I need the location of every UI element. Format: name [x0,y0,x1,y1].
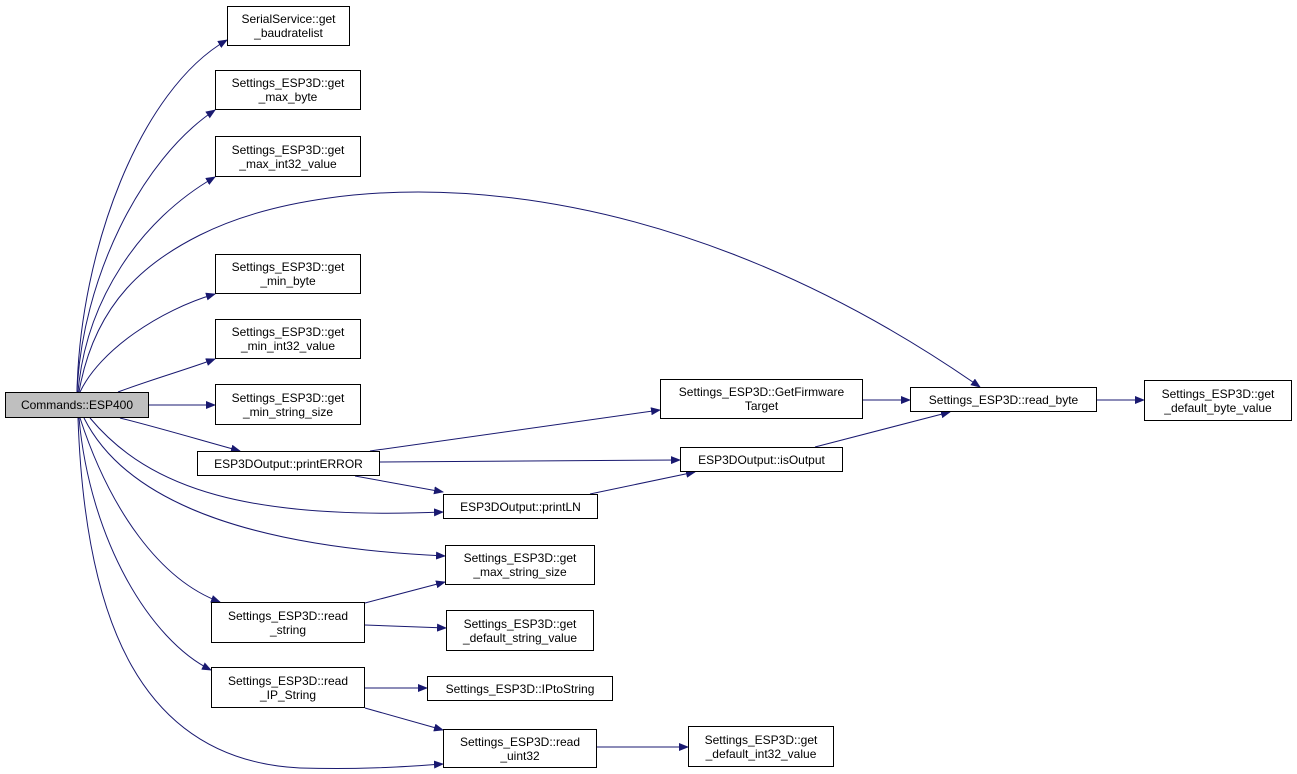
edge-print-error-to-print-ln [354,475,444,495]
node-is-output[interactable]: ESP3DOutput::isOutput [680,447,843,472]
node-get-default-string-value[interactable]: Settings_ESP3D::get_default_string_value [446,610,594,651]
node-label-line: Settings_ESP3D::read [227,608,349,623]
node-label-line: _string [269,622,307,637]
node-label-line: _uint32 [500,748,540,763]
node-label-line: _default_string_value [462,630,578,645]
node-label-line: Settings_ESP3D::get [231,142,345,157]
edge-esp400-to-get-baudratelist [76,39,228,393]
node-get-default-int32-value[interactable]: Settings_ESP3D::get_default_int32_value [688,726,834,767]
edge-read-string-to-get-max-string-size [364,580,446,604]
node-ip-to-string[interactable]: Settings_ESP3D::IPtoString [427,676,613,701]
node-label-line: _min_int32_value [240,339,336,353]
node-label-line: ESP3DOutput::printERROR [214,456,363,471]
edge-esp400-to-get-max-string-size [83,417,446,560]
edge-esp400-to-read-string [79,417,221,603]
node-label-line: Settings_ESP3D::get [231,390,345,405]
edge-esp400-to-read-ip-string [78,417,212,671]
edge-print-ln-to-is-output [589,469,696,495]
node-label-line: Settings_ESP3D::GetFirmware [678,385,845,399]
node-get-min-string-size[interactable]: Settings_ESP3D::get_min_string_size [215,384,361,425]
node-get-max-int32-value[interactable]: Settings_ESP3D::get_max_int32_value [215,136,361,177]
node-label-line: Settings_ESP3D::IPtoString [445,681,595,696]
edge-esp400-to-print-ln [89,417,444,517]
node-label-line: _default_int32_value [705,746,817,761]
node-get-max-byte[interactable]: Settings_ESP3D::get_max_byte [215,70,361,110]
edge-read-ip-string-to-read-uint32 [364,707,444,732]
node-read-byte[interactable]: Settings_ESP3D::read_byte [910,387,1097,412]
node-label-line: Settings_ESP3D::get [1161,386,1275,401]
edge-esp400-to-get-min-int32-value [117,358,216,393]
edge-esp400-to-get-max-int32-value [77,176,216,393]
node-label-line: Settings_ESP3D::get [231,76,345,90]
node-label-line: _max_int32_value [239,156,337,171]
node-label-line: Commands::ESP400 [20,398,134,412]
node-get-min-int32-value[interactable]: Settings_ESP3D::get_min_int32_value [215,319,361,359]
edge-esp400-to-read-uint32 [77,417,444,770]
node-label-line: Settings_ESP3D::read [459,734,581,749]
node-label-line: ESP3DOutput::printLN [460,499,581,514]
edge-print-error-to-is-output [379,456,681,465]
node-label-line: Settings_ESP3D::get [463,551,577,565]
node-label-line: Settings_ESP3D::read_byte [928,392,1079,407]
edge-print-error-to-get-firmware-target [369,407,661,452]
node-label-line: Settings_ESP3D::get [463,616,577,631]
node-label-line: _max_byte [258,90,318,104]
edge-esp400-to-get-max-byte [76,109,216,393]
node-label-line: _IP_String [259,687,317,702]
node-label-line: Target [744,399,779,413]
node-label-line: Settings_ESP3D::get [231,260,345,274]
node-get-min-byte[interactable]: Settings_ESP3D::get_min_byte [215,254,361,294]
node-read-uint32[interactable]: Settings_ESP3D::read_uint32 [443,729,597,768]
node-label-line: _default_byte_value [1164,400,1272,415]
edge-is-output-to-read-byte [814,410,951,448]
node-get-baudratelist[interactable]: SerialService::get_baudratelist [227,6,350,46]
node-label-line: SerialService::get [241,12,336,26]
edge-esp400-to-print-error [119,417,241,453]
node-label-line: _min_byte [260,274,316,288]
node-label-line: _min_string_size [242,404,334,419]
node-label-line: _baudratelist [254,26,323,40]
node-label-line: Settings_ESP3D::read [227,673,349,688]
node-read-string[interactable]: Settings_ESP3D::read_string [211,602,365,643]
node-label-line: Settings_ESP3D::get [704,732,818,747]
node-read-ip-string[interactable]: Settings_ESP3D::read_IP_String [211,667,365,708]
node-get-default-byte-value[interactable]: Settings_ESP3D::get_default_byte_value [1144,380,1292,421]
node-print-error[interactable]: ESP3DOutput::printERROR [197,451,380,476]
node-label-line: _max_string_size [473,565,567,579]
node-label-line: Settings_ESP3D::get [231,325,345,339]
node-get-max-string-size[interactable]: Settings_ESP3D::get_max_string_size [445,545,595,585]
node-label-line: ESP3DOutput::isOutput [698,452,825,467]
edge-read-string-to-get-default-string-value [364,623,447,632]
edge-esp400-to-get-min-byte [79,292,216,393]
edge-esp400-to-read-byte [78,191,981,393]
node-print-ln[interactable]: ESP3DOutput::printLN [443,494,598,519]
node-esp400: Commands::ESP400 [5,392,149,418]
